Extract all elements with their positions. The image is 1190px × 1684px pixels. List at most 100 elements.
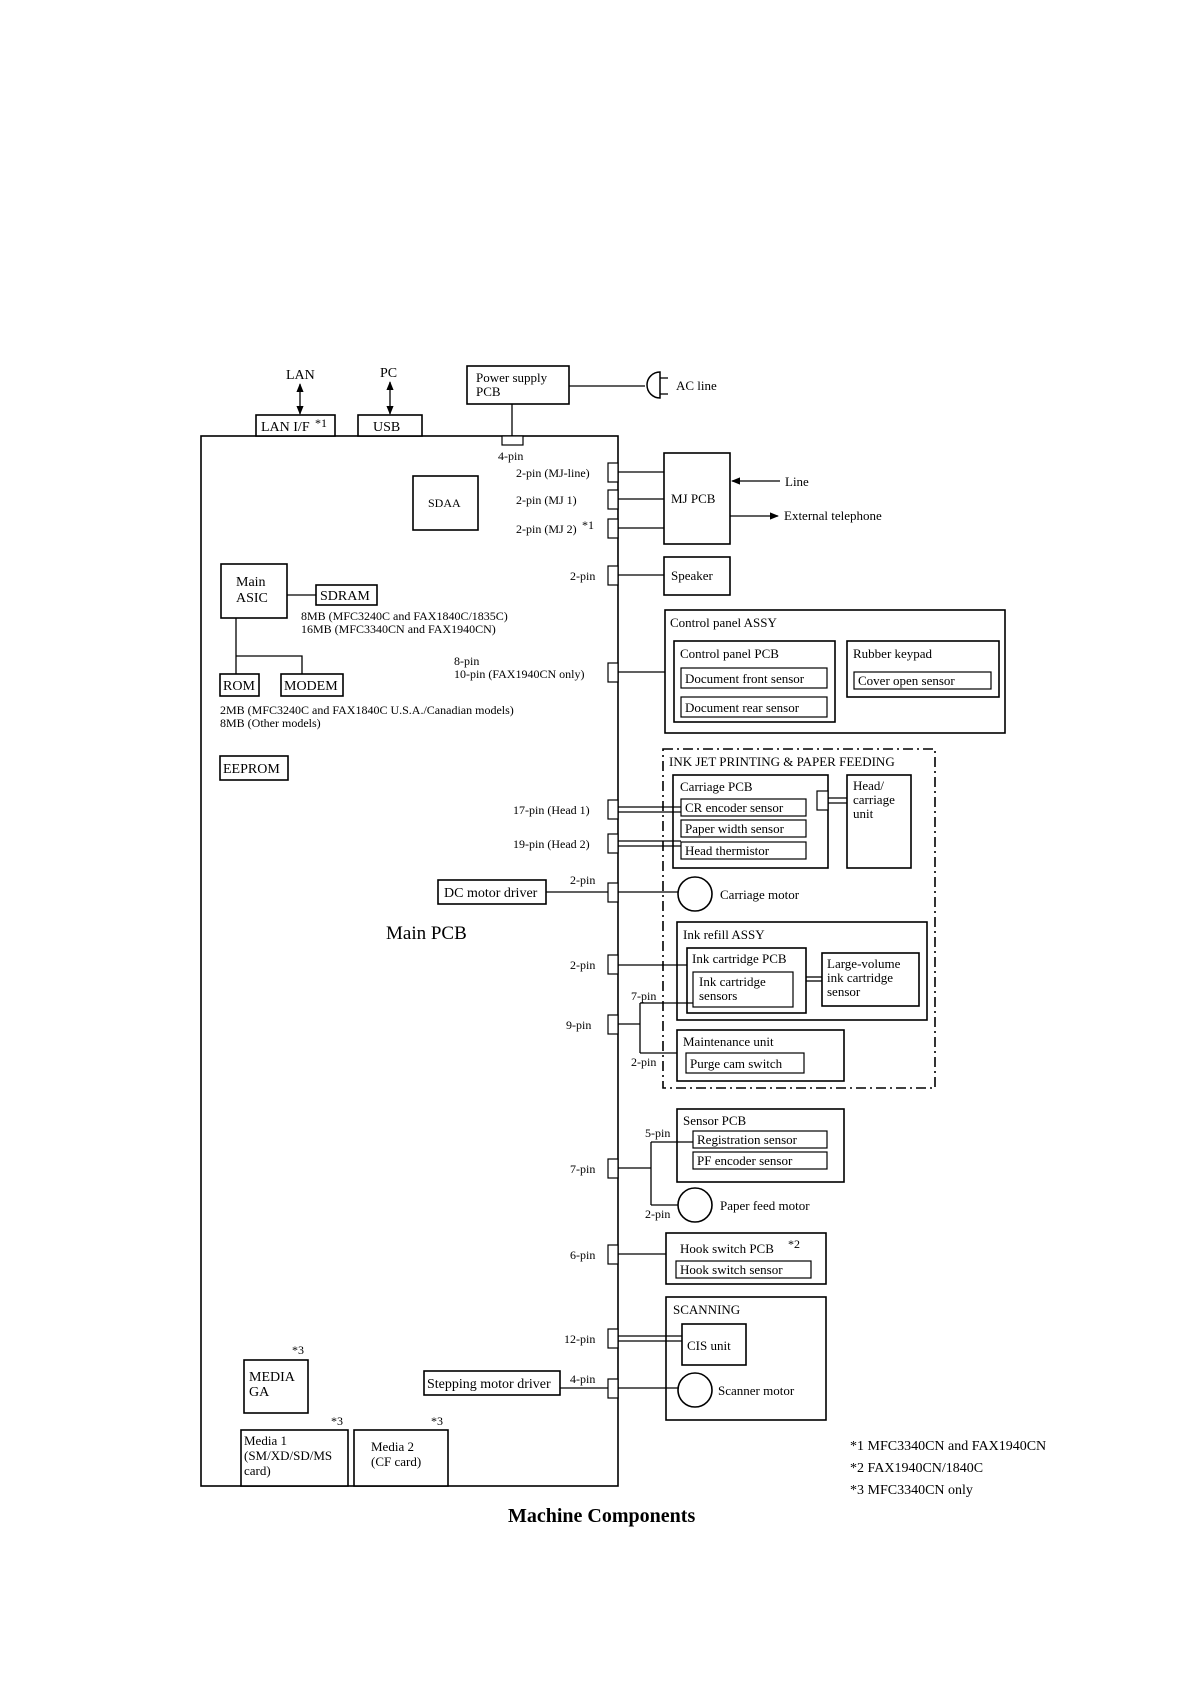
carriage-motor-label: Carriage motor xyxy=(720,887,800,902)
head-thermistor-label: Head thermistor xyxy=(685,843,770,858)
sdram-note-2: 16MB (MFC3340CN and FAX1940CN) xyxy=(301,622,496,636)
connector-control-panel xyxy=(607,662,619,683)
connector-mj2 xyxy=(607,518,619,539)
large-volume-sensor-label-2: ink cartridge xyxy=(827,970,893,985)
sensor-pcb-label: Sensor PCB xyxy=(683,1113,747,1128)
main-pcb-label: Main PCB xyxy=(386,923,467,944)
media1-label-2: (SM/XD/SD/MS xyxy=(244,1448,332,1463)
pf-encoder-sensor-box xyxy=(692,1151,828,1170)
hook-switch-pcb-note: *2 xyxy=(788,1237,800,1251)
maintenance-unit-label: Maintenance unit xyxy=(683,1034,774,1049)
label-6pin: 6-pin xyxy=(570,1248,595,1262)
label-ink-refill-pin: 2-pin xyxy=(570,958,595,972)
label-carriage-motor-pin: 2-pin xyxy=(570,873,595,887)
ink-refill-assy-label: Ink refill ASSY xyxy=(683,927,765,942)
lan-label: LAN xyxy=(286,368,315,383)
lan-if-label: LAN I/F xyxy=(261,420,310,435)
paper-width-sensor-box xyxy=(680,819,807,838)
label-mj2: 2-pin (MJ 2) xyxy=(516,522,577,536)
paper-feed-motor-label: Paper feed motor xyxy=(720,1198,810,1213)
lan-if-note: *1 xyxy=(315,416,327,430)
label-7pin-sensor: 7-pin xyxy=(570,1162,595,1176)
media-ga-note: *3 xyxy=(292,1343,304,1357)
eeprom-box xyxy=(219,755,289,781)
inkjet-section-frame xyxy=(662,748,936,1089)
registration-sensor-label: Registration sensor xyxy=(697,1132,798,1147)
connector-head1 xyxy=(607,799,619,820)
footnote-3: *3 MFC3340CN only xyxy=(850,1483,973,1498)
sdaa-box xyxy=(412,475,479,531)
label-2pin-pf: 2-pin xyxy=(645,1207,670,1221)
label-control-panel-pin-2: 10-pin (FAX1940CN only) xyxy=(454,667,584,681)
mj-pcb-label: MJ PCB xyxy=(671,491,716,506)
inkjet-section-title: INK JET PRINTING & PAPER FEEDING xyxy=(669,754,895,769)
media2-box xyxy=(353,1429,449,1487)
connector-4pin-power xyxy=(501,435,524,446)
pf-encoder-sensor-label: PF encoder sensor xyxy=(697,1153,793,1168)
label-mj-line: 2-pin (MJ-line) xyxy=(516,466,590,480)
hook-switch-sensor-box xyxy=(675,1260,812,1279)
large-volume-sensor-label-1: Large-volume xyxy=(827,956,901,971)
main-asic-box xyxy=(220,563,288,619)
head-carriage-connector xyxy=(816,790,829,811)
cover-open-sensor-label: Cover open sensor xyxy=(858,673,955,688)
usb-label: USB xyxy=(373,420,400,435)
footnote-1: *1 MFC3340CN and FAX1940CN xyxy=(850,1439,1046,1454)
connector-7pin-sensor xyxy=(607,1158,619,1179)
connector-carriage-motor xyxy=(607,882,619,903)
registration-sensor-box xyxy=(692,1130,828,1149)
label-mj2-note: *1 xyxy=(582,518,594,532)
power-supply-box xyxy=(466,365,570,405)
large-volume-sensor-box xyxy=(821,952,920,1007)
rubber-keypad-label: Rubber keypad xyxy=(853,646,933,661)
document-rear-sensor-box xyxy=(680,696,828,718)
label-9pin: 9-pin xyxy=(566,1018,591,1032)
label-control-panel-pin-1: 8-pin xyxy=(454,654,479,668)
head-carriage-unit-box xyxy=(846,774,912,869)
usb-box xyxy=(357,414,423,437)
connector-mj1 xyxy=(607,489,619,510)
hook-switch-pcb-label: Hook switch PCB xyxy=(680,1241,774,1256)
label-7pin-ink: 7-pin xyxy=(631,989,656,1003)
carriage-motor-icon xyxy=(677,876,713,912)
cr-encoder-sensor-label: CR encoder sensor xyxy=(685,800,784,815)
control-panel-pcb-label: Control panel PCB xyxy=(680,646,779,661)
media1-note: *3 xyxy=(331,1414,343,1428)
cis-unit-box xyxy=(681,1323,747,1366)
connector-4pin-scanner xyxy=(607,1378,619,1399)
ink-cartridge-pcb-label: Ink cartridge PCB xyxy=(692,951,787,966)
connector-head2 xyxy=(607,833,619,854)
power-supply-label-1: Power supply xyxy=(476,370,548,385)
speaker-label: Speaker xyxy=(671,568,714,583)
modem-box xyxy=(280,673,344,697)
label-12pin: 12-pin xyxy=(564,1332,595,1346)
head-carriage-unit-label-3: unit xyxy=(853,806,874,821)
control-panel-assy-title: Control panel ASSY xyxy=(670,615,778,630)
mj-pcb-box xyxy=(663,452,731,545)
modem-label: MODEM xyxy=(284,679,338,694)
dc-motor-driver-box xyxy=(437,879,547,905)
lan-if-box xyxy=(255,414,336,437)
rom-note-2: 8MB (Other models) xyxy=(220,716,321,730)
line-label: Line xyxy=(785,474,809,489)
media1-label-1: Media 1 xyxy=(244,1433,287,1448)
connector-12pin xyxy=(607,1328,619,1349)
label-4pin-scanner: 4-pin xyxy=(570,1372,595,1386)
pc-label: PC xyxy=(380,366,397,381)
diagram-title: Machine Components xyxy=(508,1505,695,1527)
speaker-box xyxy=(663,556,731,596)
large-volume-sensor-label-3: sensor xyxy=(827,984,861,999)
label-speaker-pin: 2-pin xyxy=(570,569,595,583)
main-asic-label-2: ASIC xyxy=(236,591,268,606)
stepping-motor-driver-label: Stepping motor driver xyxy=(427,1377,551,1392)
ink-cartridge-sensors-label-1: Ink cartridge xyxy=(699,974,766,989)
scanning-title: SCANNING xyxy=(673,1302,740,1317)
eeprom-label: EEPROM xyxy=(223,762,280,777)
carriage-pcb-label: Carriage PCB xyxy=(680,779,753,794)
pcb-connectors xyxy=(607,462,619,1399)
media-ga-label-2: GA xyxy=(249,1385,270,1400)
cover-open-sensor-box xyxy=(853,671,992,690)
document-front-sensor-box xyxy=(680,667,828,689)
sdram-box xyxy=(315,584,378,606)
scanner-motor-label: Scanner motor xyxy=(718,1383,795,1398)
